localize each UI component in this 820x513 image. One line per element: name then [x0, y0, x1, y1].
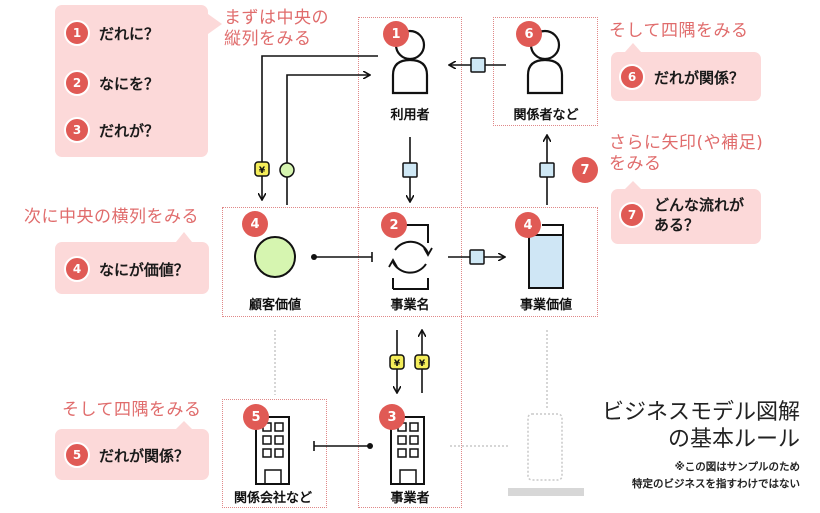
person-icon: [526, 29, 564, 95]
node-label-customer-value: 顧客価値: [248, 298, 302, 313]
connector-dot: [367, 443, 373, 449]
placeholder-bar: [508, 488, 584, 496]
goods-box: [402, 162, 418, 178]
title-line: ビジネスモデル図解: [601, 400, 800, 425]
badge-2: 2: [64, 70, 90, 96]
callout-corners-top: そして四隅をみる: [609, 21, 749, 41]
footer-title: ビジネスモデル図解 の基本ルール: [602, 399, 800, 453]
node-badge-business-name: 2: [381, 212, 407, 238]
callout-line: をみる: [609, 154, 662, 174]
center-row-question: 4 なにが価値？: [64, 256, 189, 282]
question-line: ある？: [654, 216, 700, 234]
corners-bottom-question: 5 だれが関係？: [64, 442, 189, 468]
question-text: なにが価値？: [99, 260, 189, 279]
node-badge-related-company: 5: [243, 404, 269, 430]
callout-line: 縦列をみる: [224, 29, 312, 49]
intro-item-text: だれが？: [99, 121, 160, 140]
intro-item-3: 3 だれが？: [64, 117, 159, 143]
money-symbol: ¥: [259, 166, 266, 176]
corners-top-question: 6 だれが関係？: [619, 64, 744, 90]
placeholder-box: [527, 413, 563, 481]
value-flow-line: [286, 75, 370, 205]
person-icon: [391, 29, 429, 95]
question-text: だれが関係？: [654, 68, 745, 87]
intro-item-text: なにを？: [99, 74, 160, 93]
callout-line: さらに矢印(や補足): [609, 133, 764, 153]
beaker-icon: [528, 224, 564, 289]
arrows-question: 7 どんな流れが ある？: [619, 195, 744, 235]
node-label-stakeholder: 関係者など: [513, 108, 579, 123]
stakeholder-frame: [493, 17, 598, 126]
money-flow-line: [262, 55, 378, 200]
money-box: [414, 354, 430, 370]
badge-5: 5: [64, 442, 90, 468]
badge-4: 4: [64, 256, 90, 282]
building-icon: [390, 416, 425, 485]
badge-7: 7: [619, 202, 645, 228]
title-line: の基本ルール: [667, 427, 800, 452]
goods-box: [470, 57, 486, 73]
callout-line: まずは中央の: [224, 8, 329, 28]
cycle-icon: [388, 224, 433, 290]
footer-note: ※この図はサンプルのため 特定のビジネスを指すわけではない: [632, 459, 800, 493]
badge-1: 1: [64, 20, 90, 46]
callout-center-row: 次に中央の横列をみる: [24, 207, 199, 227]
question-text: どんな流れが ある？: [654, 195, 744, 235]
node-label-user: 利用者: [390, 108, 430, 123]
callout-center-column: まずは中央の 縦列をみる: [224, 8, 329, 50]
node-label-business-name: 事業名: [390, 298, 430, 313]
badge-3: 3: [64, 117, 90, 143]
money-symbol: ¥: [419, 359, 426, 369]
note-line: ※この図はサンプルのため: [674, 461, 800, 473]
badge-6: 6: [619, 64, 645, 90]
money-box: [389, 354, 405, 370]
node-badge-operator: 3: [379, 404, 405, 430]
value-circle-small: [279, 162, 295, 178]
goods-box: [539, 162, 555, 178]
note-line: 特定のビジネスを指すわけではない: [632, 478, 800, 490]
question-text: だれが関係？: [99, 446, 190, 465]
intro-item-1: 1 だれに？: [64, 20, 159, 46]
node-label-business-value: 事業価値: [519, 298, 573, 313]
arrow-flow-badge: 7: [572, 157, 598, 183]
center-row-frame: [222, 207, 598, 317]
intro-item-2: 2 なにを？: [64, 70, 159, 96]
callout-corners-bottom: そして四隅をみる: [62, 400, 202, 420]
node-badge-stakeholder: 6: [516, 21, 542, 47]
intro-item-text: だれに？: [99, 24, 160, 43]
node-label-related-company: 関係会社など: [233, 491, 313, 506]
question-line: どんな流れが: [654, 196, 745, 214]
node-badge-business-value: 4: [515, 212, 541, 238]
callout-arrows: さらに矢印(や補足) をみる: [609, 133, 763, 175]
node-badge-user: 1: [383, 21, 409, 47]
money-box: [254, 161, 270, 177]
center-column-frame: [358, 17, 462, 508]
node-badge-customer-value: 4: [242, 211, 268, 237]
money-symbol: ¥: [394, 359, 401, 369]
goods-box: [469, 249, 485, 265]
customer-value-icon: [254, 236, 296, 278]
related-company-frame: [222, 399, 327, 508]
node-label-operator: 事業者: [390, 491, 430, 506]
